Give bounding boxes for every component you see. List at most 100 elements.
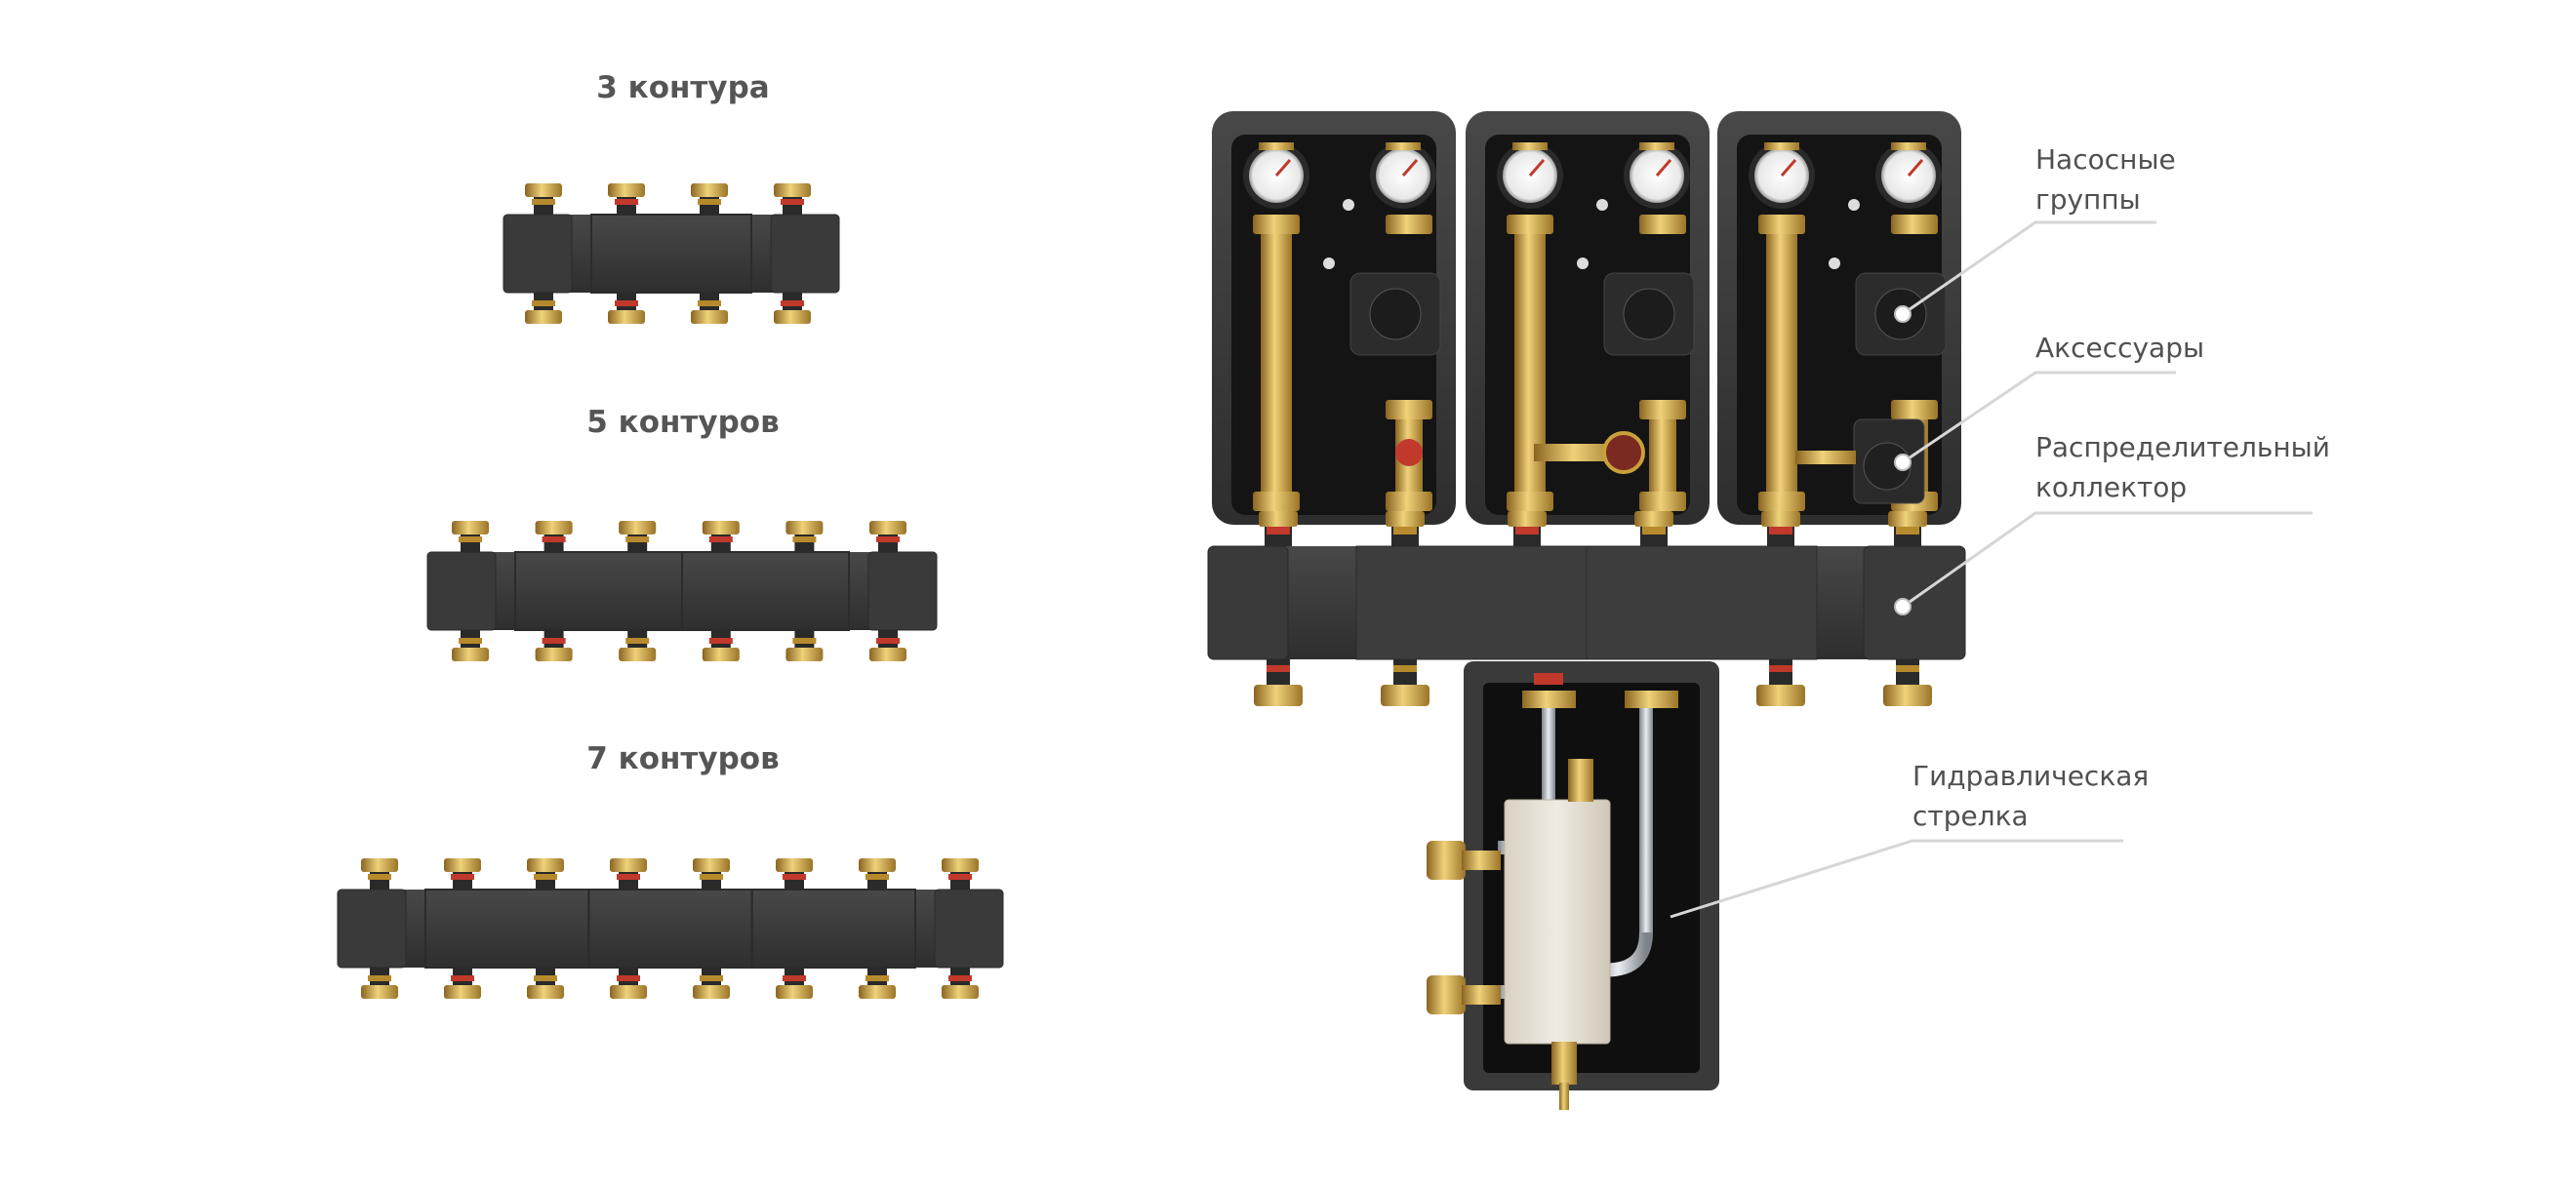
port-ring [781,300,804,306]
vent-dot [1343,199,1354,211]
port-nut-top [942,858,979,872]
manifold-port-ring [1515,527,1539,535]
pipe-nut [1891,215,1938,234]
port-ring [617,975,640,981]
collector-end-cap [770,214,840,294]
port-nut-top [444,858,481,872]
port-ring [625,638,650,644]
port-nut-top [610,858,647,872]
port-ring [625,536,650,542]
port-nut-top [774,183,811,197]
port-ring [532,199,555,205]
port-nut-top [535,521,573,535]
callout-hydraulic-separator-line2: стрелка [1912,800,2029,832]
port-nut-top [619,521,657,535]
port-nut-bottom [608,310,645,324]
port-nut-top [361,858,398,872]
port-nut-bottom [610,985,647,999]
port-nut-top [691,183,728,197]
port-nut-bottom [525,310,562,324]
variant-title-3: 3 контура [596,70,770,105]
callout-hydraulic-separator: Гидравлическая стрелка [1912,756,2149,836]
pipe-nut [1507,492,1553,511]
port-ring [542,638,566,644]
callout-accessories-line1: Аксессуары [2035,332,2205,364]
pump-motor [1623,288,1675,340]
collector-3 [503,183,840,324]
manifold-port-top-nut [1386,511,1425,527]
manifold-port-top-nut [1508,511,1547,527]
collector-end-cap [337,889,407,969]
port-ring [615,199,638,205]
leader-dot-pump-groups [1894,305,1912,323]
separator-side-ports [1427,841,1501,1014]
port-ring [700,874,723,880]
manifold-port-bottom-stem [1267,659,1290,687]
gauge-cap [1259,142,1294,150]
port-nut-bottom [785,648,824,661]
leader-lines [1670,220,2313,919]
port-ring [542,536,566,542]
gauge-cap [1639,142,1674,150]
leader-line-pump-groups [1902,220,2156,316]
variant-title-7: 7 контуров [586,741,780,776]
return-pipe [1514,218,1546,511]
port-ring [781,199,804,205]
port-ring [783,975,806,981]
collector-segment [681,551,850,631]
port-ring [948,874,972,880]
manifold-port-ring [1393,665,1417,672]
bypass-pipe [1534,444,1622,461]
manifold-port-ring [1267,527,1290,535]
port-nut-top [702,521,740,535]
gauge-needle [1907,159,1924,177]
manifold-port-ring [1769,527,1792,535]
hydraulic-separator-body [1504,759,1611,1110]
port-nut-top [785,521,824,535]
callout-pump-groups: Насосные группы [2035,139,2176,219]
callout-manifold-line1: Распределительный [2035,431,2330,463]
callout-manifold-line2: коллектор [2035,471,2188,503]
manifold-port-top-nut [1259,511,1298,527]
port-nut-top [525,183,562,197]
leader-dot-manifold [1894,598,1912,615]
gauge-cap [1891,142,1926,150]
port-nut-bottom [691,310,728,324]
pipe-nut [1507,215,1553,234]
port-nut-bottom [444,985,481,999]
port-ring [534,874,557,880]
manifold-port-bottom-nut [1756,685,1805,706]
manifold-ports [1254,511,1932,706]
manifold-port-ring [1642,527,1666,535]
pipe-nut [1386,215,1432,234]
leader-line-separator [1670,839,2123,919]
supply-pipe [1649,419,1676,497]
pipe-nut [1639,215,1686,234]
port-ring [865,975,889,981]
pipe-nut [1253,215,1300,234]
distribution-manifold [1207,545,1966,660]
port-ring [534,975,557,981]
collector-5 [426,521,938,661]
manifold-port-bottom-nut [1254,685,1303,706]
pipe-nut [1891,400,1938,419]
port-nut-bottom [452,648,489,661]
port-ring [783,874,806,880]
port-ring [698,300,721,306]
collector-segment [750,889,917,969]
leader-dot-accessories [1894,454,1912,471]
callout-pump-groups-line1: Насосные [2035,143,2176,176]
port-ring [368,975,391,981]
port-ring [451,874,474,880]
port-nut-top [693,858,730,872]
pump-internals [1243,142,1947,511]
callout-pump-groups-line2: группы [2035,183,2141,216]
manifold-port-bottom-stem [1393,659,1417,687]
port-nut-bottom [776,985,813,999]
port-ring [459,536,482,542]
gauge-needle [1655,159,1672,177]
port-ring [368,874,391,880]
port-nut-bottom [619,648,657,661]
manifold-port-ring [1393,527,1417,535]
